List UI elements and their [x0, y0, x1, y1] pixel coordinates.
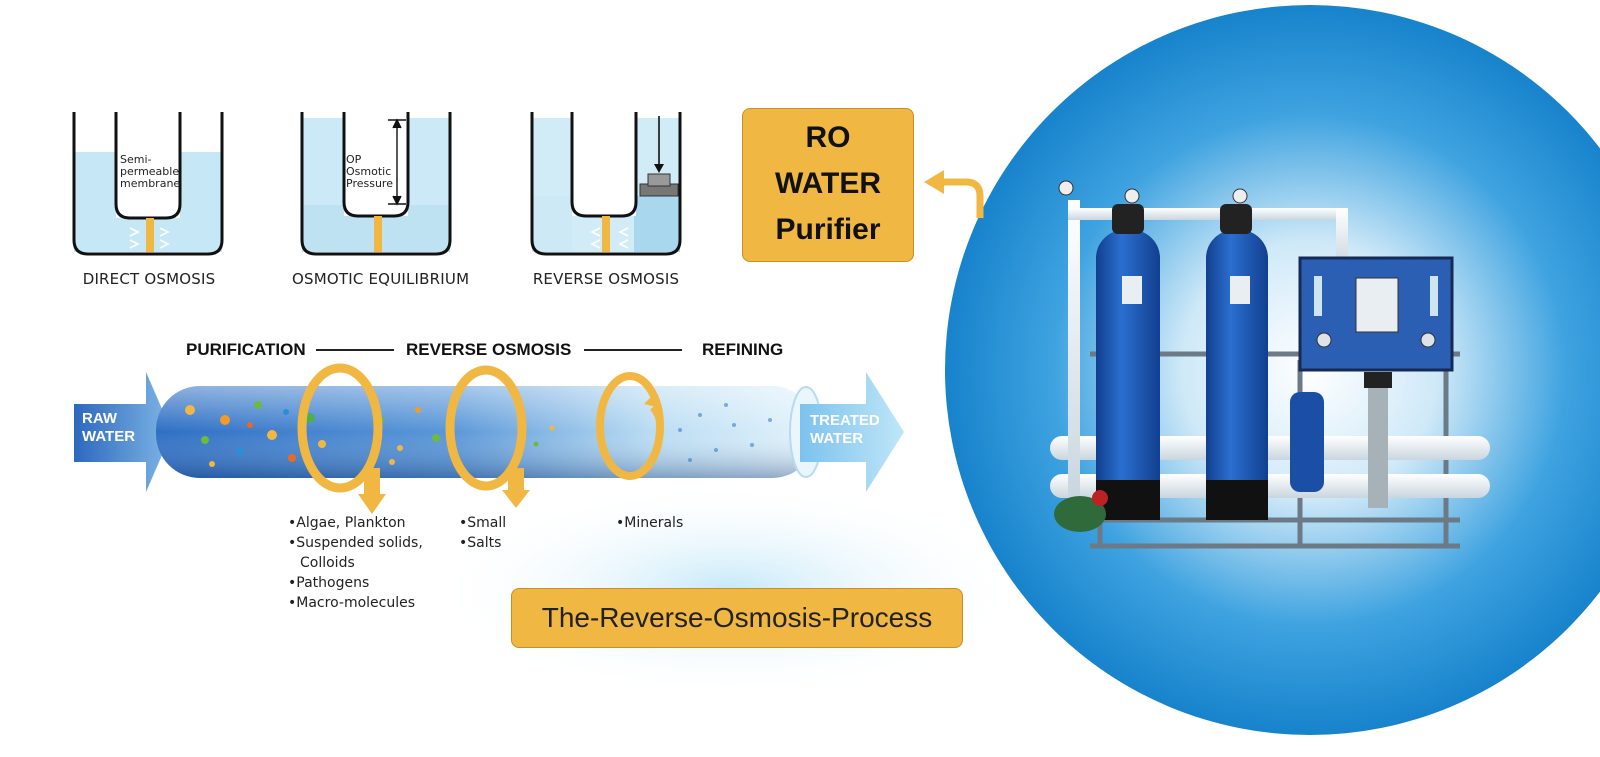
container-label: OSMOTIC EQUILIBRIUM — [292, 270, 470, 288]
piston — [639, 116, 679, 197]
osmotic-equilibrium-container — [300, 112, 452, 256]
stage-label: PURIFICATION — [186, 340, 306, 359]
pressure-note: OP Osmotic Pressure — [346, 153, 393, 190]
filter-tank-2 — [1206, 204, 1268, 520]
list-item: Pathogens — [288, 573, 423, 593]
reverse-osmosis-container — [530, 112, 682, 256]
list-item: Small — [459, 513, 506, 533]
pressure-gauges — [1058, 180, 1248, 204]
removed-list-ro: Small Salts — [459, 513, 506, 553]
blue-circle-background — [945, 5, 1600, 735]
membrane-note: Semi- permeable membrane — [120, 153, 181, 190]
direct-osmosis-container — [72, 112, 224, 256]
ro-membrane-filter-ring — [445, 365, 530, 508]
feed-pump — [1054, 490, 1108, 532]
arrow-to-badge — [940, 178, 984, 218]
membrane — [146, 218, 154, 252]
ro-purifier-illustration — [924, 5, 1600, 735]
treated-water-arrow — [800, 372, 904, 492]
reverse-flow-arrows — [590, 227, 629, 249]
high-pressure-pump — [1290, 372, 1392, 508]
filter-tank-1 — [1096, 204, 1160, 520]
process-caption-badge: The-Reverse-Osmosis-Process — [511, 588, 963, 648]
container-label: REVERSE OSMOSIS — [532, 270, 680, 288]
purification-filter-ring — [297, 363, 386, 514]
removed-list-refining: Minerals — [616, 513, 683, 533]
outer-beaker — [72, 112, 224, 256]
inner-tube-fill — [116, 112, 180, 218]
outer-beaker — [300, 112, 452, 256]
list-item: Minerals — [616, 513, 683, 533]
membrane — [602, 216, 610, 252]
stage-label: REFINING — [702, 340, 784, 359]
removed-list-purification: Algae, Plankton Suspended solids, Colloi… — [288, 513, 423, 613]
list-item: Salts — [459, 533, 506, 553]
outer-beaker — [530, 112, 682, 256]
refining-filter-ring — [596, 372, 664, 480]
stage-divider — [316, 349, 394, 351]
membrane — [374, 216, 382, 252]
ro-water-purifier-badge: RO WATER Purifier — [742, 108, 914, 262]
list-item: Algae, Plankton — [288, 513, 423, 533]
list-item: Suspended solids, — [288, 533, 423, 553]
list-item: Colloids — [300, 555, 355, 571]
list-item: Macro-molecules — [288, 593, 423, 613]
pressure-indicator — [388, 118, 406, 206]
raw-water-arrow — [74, 372, 172, 492]
inner-tube-fill — [572, 112, 636, 216]
flow-arrows — [129, 227, 170, 249]
container-label: DIRECT OSMOSIS — [82, 270, 216, 288]
stage-divider — [584, 349, 682, 351]
osmosis-containers-diagram — [72, 112, 682, 256]
stage-label: REVERSE OSMOSIS — [406, 340, 572, 359]
control-panel — [1298, 256, 1454, 372]
